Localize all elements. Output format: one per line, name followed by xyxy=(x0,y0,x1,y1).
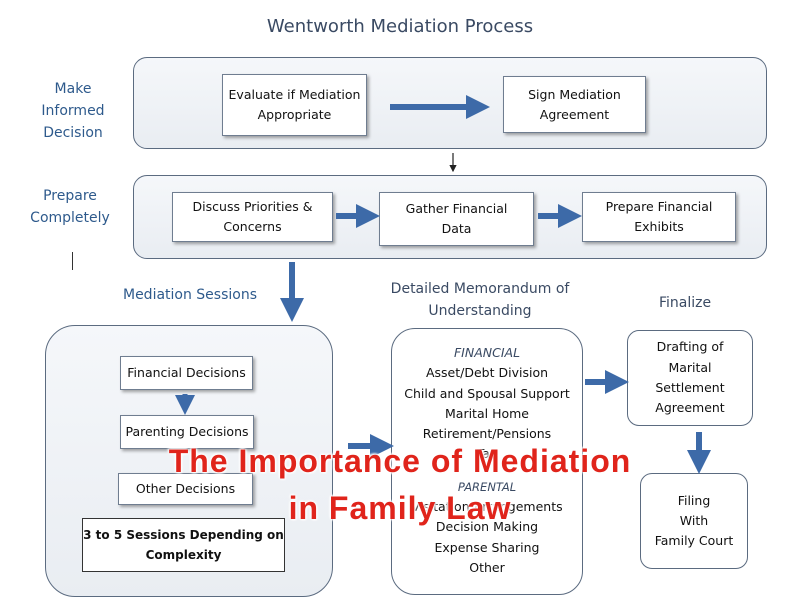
diagram-title: Wentworth Mediation Process xyxy=(266,16,534,37)
financial-item: Marital Home xyxy=(445,405,529,421)
parental-item: Expense Sharing xyxy=(434,539,540,555)
financial-item: Retirement/Pensions xyxy=(422,426,552,442)
box-evaluate-mediation: Evaluate if Mediation Appropriate xyxy=(222,74,367,136)
parental-item: Decision Making xyxy=(435,519,539,535)
box-session-count: 3 to 5 Sessions Depending on Complexity xyxy=(82,518,285,572)
parental-item: Visitation Arrangements xyxy=(411,499,563,515)
box-other-decisions: Other Decisions xyxy=(118,473,253,505)
panel-memorandum: FINANCIAL Asset/Debt Division Child and … xyxy=(391,328,583,595)
box-filing-court: Filing With Family Court xyxy=(640,473,748,569)
stage-label-prepare: Prepare Completely xyxy=(30,188,110,226)
box-gather-financial-data: Gather Financial Data xyxy=(379,192,534,246)
box-financial-decisions: Financial Decisions xyxy=(120,356,253,390)
heading-mediation-sessions: Mediation Sessions xyxy=(122,287,258,303)
parental-item: Other xyxy=(469,559,505,575)
parental-heading: PARENTAL xyxy=(457,479,517,494)
box-discuss-priorities: Discuss Priorities & Concerns xyxy=(172,192,333,242)
overlay-title-line2: in Family Law xyxy=(288,490,512,526)
box-sign-agreement: Sign Mediation Agreement xyxy=(503,76,646,133)
box-parenting-decisions: Parenting Decisions xyxy=(120,415,254,449)
financial-item: Child and Spousal Support xyxy=(404,385,570,401)
vertical-divider xyxy=(72,252,73,270)
box-drafting-agreement: Drafting of Marital Settlement Agreement xyxy=(627,330,753,426)
overlay-title-line1: The Importance of Mediation xyxy=(168,443,632,479)
heading-memorandum: Detailed Memorandum of Understanding xyxy=(390,281,570,319)
stage-label-make-decision: Make Informed Decision xyxy=(41,81,105,141)
box-prepare-exhibits: Prepare Financial Exhibits xyxy=(582,192,736,242)
financial-item: Asset/Debt Division xyxy=(425,365,549,381)
financial-item: Tax xyxy=(476,446,498,462)
heading-finalize: Finalize xyxy=(658,295,712,311)
financial-heading: FINANCIAL xyxy=(453,345,521,360)
